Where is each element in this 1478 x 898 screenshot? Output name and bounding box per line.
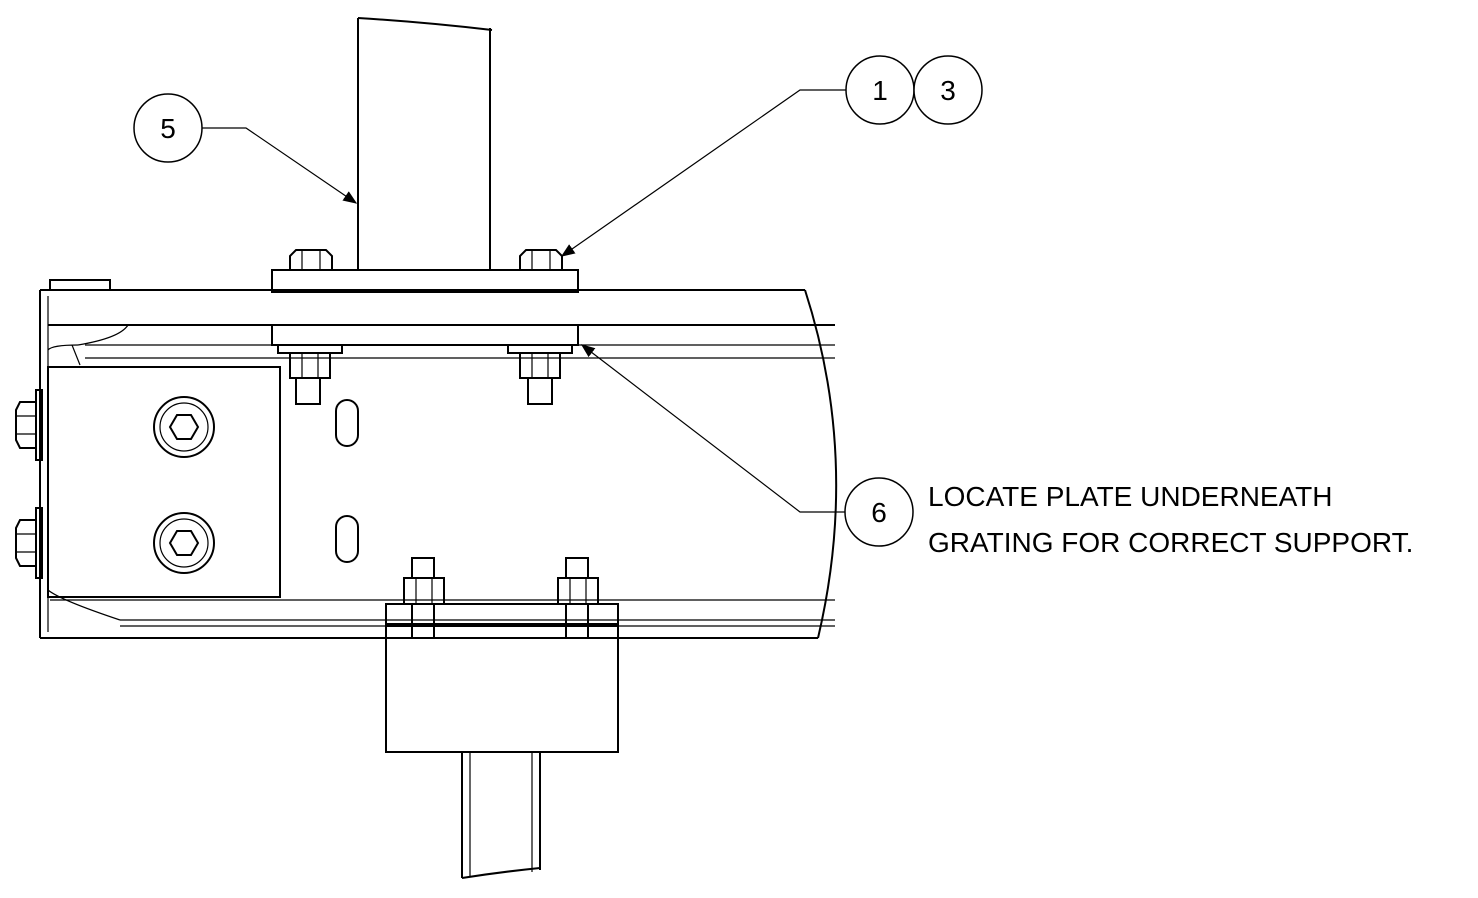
leader-1-3 [560,89,846,257]
svg-text:6: 6 [871,497,887,528]
svg-text:1: 1 [872,75,888,106]
slots [335,399,359,563]
balloon-6: 6 [844,477,914,547]
top-bolt-left [289,249,333,270]
upper-post [357,17,493,270]
svg-text:5: 5 [160,113,176,144]
svg-text:3: 3 [940,75,956,106]
lower-post [461,752,541,879]
bottom-lower-plate [385,625,619,639]
balloon-3: 3 [913,55,983,125]
lower-sleeve [385,637,619,753]
channel-beam [39,279,838,639]
under-plate [271,324,579,346]
top-plate [271,269,579,293]
balloon-5: 5 [133,93,203,163]
note-line-1: LOCATE PLATE UNDERNEATH [928,481,1333,512]
side-bracket [47,366,281,598]
bottom-nuts [403,557,599,605]
bottom-bolt-shanks [411,603,589,639]
top-nut-right [507,344,573,405]
leader-6 [580,344,845,513]
bottom-top-plate [385,603,619,625]
top-nut-left [277,344,343,405]
left-bolts [15,389,43,579]
note-line-2: GRATING FOR CORRECT SUPPORT. [928,527,1413,558]
balloon-1: 1 [845,55,915,125]
leader-5 [202,127,358,204]
top-bolt-right [519,249,563,270]
